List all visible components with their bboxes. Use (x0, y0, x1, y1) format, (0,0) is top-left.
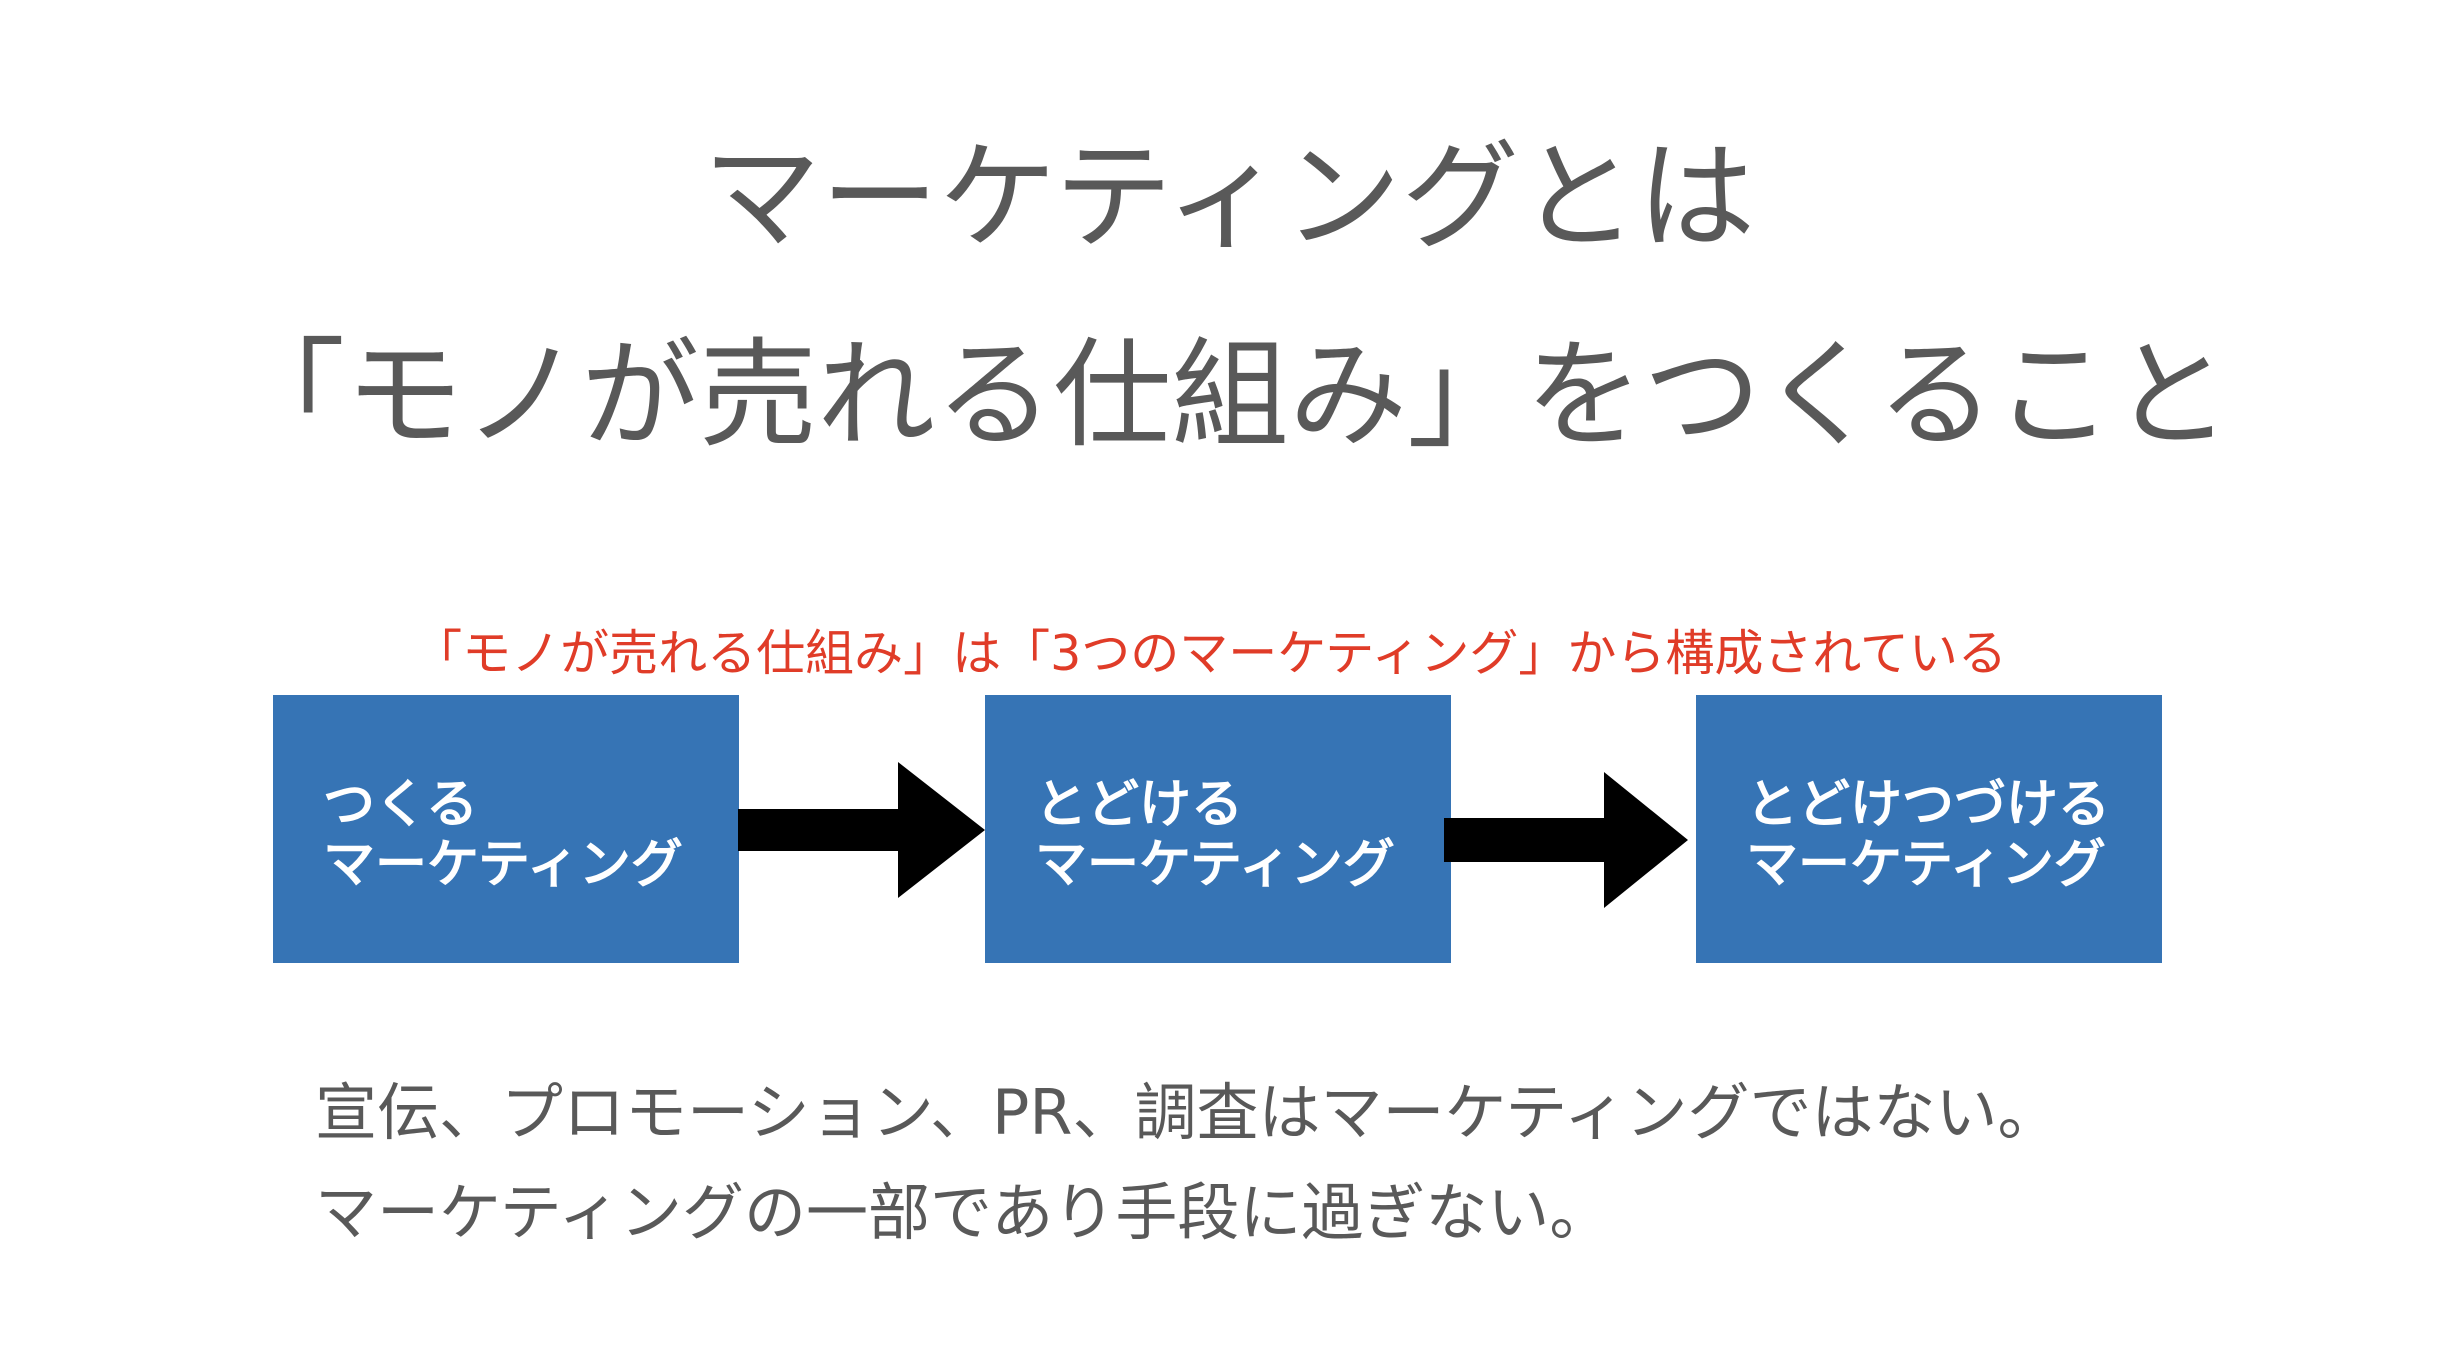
box-label-line2: マーケティング (323, 835, 683, 895)
box-label-line1: つくる (323, 775, 478, 835)
arrow-right-icon (1444, 772, 1688, 908)
box-label-line1: とどける (1035, 775, 1244, 835)
box-todokeru-marketing: とどける マーケティング (985, 695, 1451, 963)
title-line-1: マーケティングとは (702, 128, 1756, 266)
arrow-right-icon (738, 762, 985, 898)
subtitle: 「モノが売れる仕組み」は「3つのマーケティング」から構成されている (413, 625, 2007, 682)
box-todoketsuzukeru-marketing: とどけつづける マーケティング (1696, 695, 2162, 963)
title-line-2: 「モノが売れる仕組み」をつくること (227, 326, 2231, 464)
box-label-line1: とどけつづける (1746, 775, 2111, 835)
box-label-line2: マーケティング (1035, 835, 1395, 895)
body-text-line-2: マーケティングの一部であり手段に過ぎない。 (315, 1176, 1612, 1249)
box-tsukuru-marketing: つくる マーケティング (273, 695, 739, 963)
body-text-line-1: 宣伝、プロモーション、PR、調査はマーケティングではない。 (315, 1076, 2060, 1149)
box-label-line2: マーケティング (1746, 835, 2106, 895)
